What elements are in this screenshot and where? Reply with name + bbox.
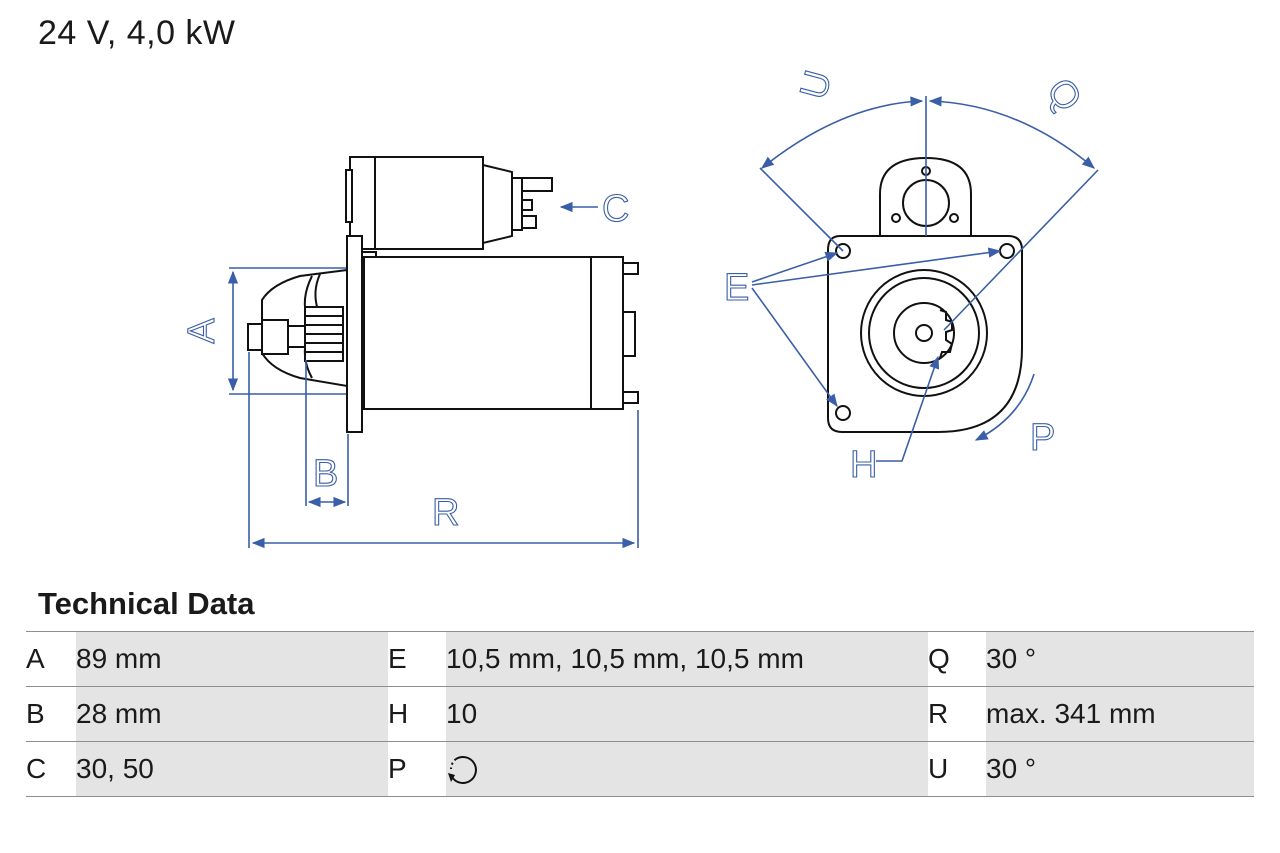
table-row: A 89 mm E 10,5 mm, 10,5 mm, 10,5 mm Q 30… xyxy=(26,631,1254,687)
label-a: A xyxy=(181,318,223,344)
param-key: C xyxy=(26,741,76,797)
label-h: H xyxy=(850,444,877,486)
param-key: U xyxy=(928,741,986,797)
param-value: 30 ° xyxy=(986,631,1254,687)
param-key: A xyxy=(26,631,76,687)
param-key: E xyxy=(388,631,446,687)
section-title: Technical Data xyxy=(38,586,255,621)
starter-side-view xyxy=(247,156,639,433)
param-value-rotation xyxy=(446,741,928,797)
table-row: B 28 mm H 10 R max. 341 mm xyxy=(26,686,1254,742)
param-value: 89 mm xyxy=(76,631,388,687)
param-key: P xyxy=(388,741,446,797)
table-row: C 30, 50 P U 30 ° xyxy=(26,741,1254,797)
technical-drawing: A B C R E H P U Q xyxy=(180,66,1099,549)
param-key: R xyxy=(928,686,986,742)
label-q: Q xyxy=(1038,71,1089,119)
label-b: B xyxy=(313,453,338,495)
label-r: R xyxy=(432,492,459,534)
param-value: 30 ° xyxy=(986,741,1254,797)
param-key: Q xyxy=(928,631,986,687)
param-key: B xyxy=(26,686,76,742)
dimension-lines-front xyxy=(751,96,1099,462)
label-p: P xyxy=(1030,417,1055,459)
param-value: 10,5 mm, 10,5 mm, 10,5 mm xyxy=(446,631,928,687)
spec-title: 24 V, 4,0 kW xyxy=(38,14,236,52)
dimension-lines-side xyxy=(227,201,639,549)
label-e: E xyxy=(724,267,749,309)
param-value: 10 xyxy=(446,686,928,742)
clockwise-rotation-icon xyxy=(448,756,477,784)
label-u: U xyxy=(793,66,841,103)
label-c: C xyxy=(602,188,629,230)
param-value: 30, 50 xyxy=(76,741,388,797)
starter-front-view xyxy=(827,156,1023,433)
param-key: H xyxy=(388,686,446,742)
technical-data-table: A 89 mm E 10,5 mm, 10,5 mm, 10,5 mm Q 30… xyxy=(26,631,1254,797)
param-value: 28 mm xyxy=(76,686,388,742)
param-value: max. 341 mm xyxy=(986,686,1254,742)
